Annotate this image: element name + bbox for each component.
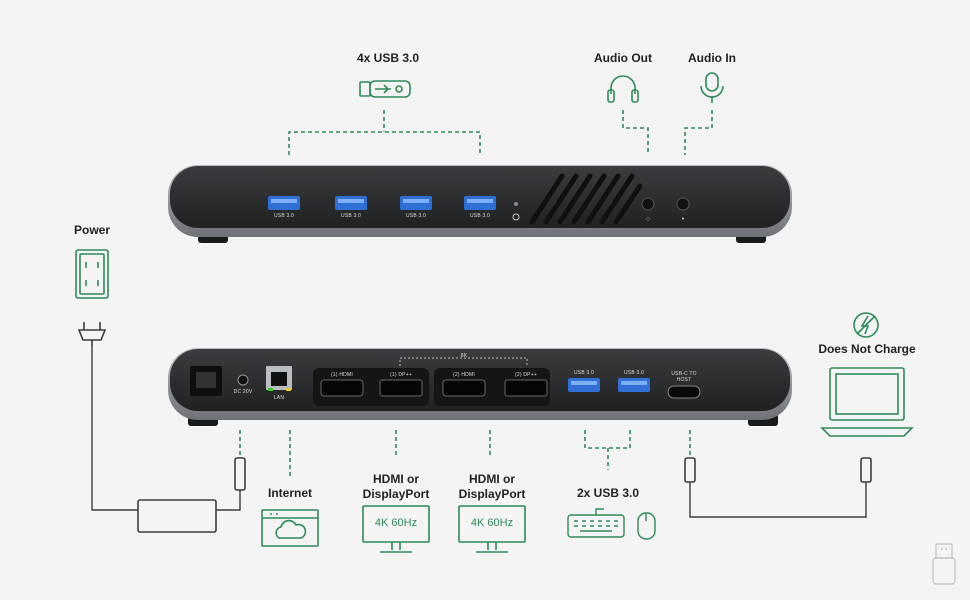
audio-in-jack: [676, 197, 690, 211]
front-usb-port-3: [400, 196, 432, 210]
power-adapter-icon: [137, 499, 217, 533]
monitor-icon: [458, 505, 526, 553]
front-usb-port-2-label: USB 3.0: [340, 213, 362, 219]
hdmi1-label: (1) HDMI: [331, 372, 353, 378]
svg-text:○: ○: [646, 216, 650, 223]
front-usb-port-1-label: USB 3.0: [273, 213, 295, 219]
power-outlet-icon: [75, 249, 109, 299]
audio-out-label: Audio Out: [594, 51, 652, 65]
usb-symbol-icon: [932, 543, 956, 585]
front-usb-port-1: [268, 196, 300, 210]
dock-front-view: ○ •: [168, 165, 792, 243]
browser-cloud-icon: [261, 509, 319, 547]
8k-label: 8K: [460, 353, 468, 359]
does-not-charge-label: Does Not Charge: [818, 342, 916, 356]
dc-connector-icon: [234, 457, 246, 491]
front-usb-port-2: [335, 196, 367, 210]
dock-rear-view: [168, 348, 792, 426]
laptop-icon: [820, 367, 914, 437]
front-usb-port-4: [464, 196, 496, 210]
rear-usb-2-label: USB 3.0: [623, 370, 645, 376]
lan-label: LAN: [273, 395, 285, 401]
hdmi-port-1: [320, 379, 364, 397]
usb-c-connector-icon: [684, 457, 872, 483]
monitor-icon: [362, 505, 430, 553]
audio-out-jack: [641, 197, 655, 211]
displayport-2: [504, 379, 548, 397]
front-usb-port-4-label: USB 3.0: [469, 213, 491, 219]
usb-drive-icon: [359, 80, 411, 98]
dp1-label: (1) DP++: [390, 372, 412, 378]
monitor-2-resolution: 4K 60Hz: [470, 517, 514, 529]
rear-usb-1-label: USB 3.0: [573, 370, 595, 376]
power-plug-icon: [77, 322, 107, 347]
monitor-1-resolution: 4K 60Hz: [374, 517, 418, 529]
usb-c-host-port: [667, 385, 701, 399]
no-charge-icon: [853, 312, 879, 338]
hdmi-dp-label-2: HDMI or DisplayPort: [458, 472, 526, 501]
cables: [91, 347, 867, 518]
front-usb-port-3-label: USB 3.0: [405, 213, 427, 219]
rear-usb-port-1: [568, 378, 600, 392]
displayport-1: [379, 379, 423, 397]
hdmi-dp-label-1: HDMI or DisplayPort: [362, 472, 430, 501]
mouse-icon: [637, 512, 656, 540]
dp2-label: (2) DP++: [515, 372, 537, 378]
svg-text:•: •: [682, 216, 685, 223]
hdmi2-label: (2) HDMI: [453, 372, 475, 378]
usb-bottom-label: 2x USB 3.0: [576, 486, 640, 500]
microphone-icon: [700, 72, 724, 103]
internet-label: Internet: [267, 486, 312, 500]
vent-grille: [529, 173, 643, 225]
usbc-host-label: USB-C TO HOST: [671, 371, 697, 383]
rear-usb-port-2: [618, 378, 650, 392]
audio-in-label: Audio In: [688, 51, 736, 65]
headphones-icon: [607, 75, 639, 103]
dc-label: DC 20V: [233, 389, 253, 395]
hdmi-port-2: [442, 379, 486, 397]
dc-jack: [237, 374, 249, 386]
usb-top-label: 4x USB 3.0: [356, 51, 420, 65]
power-label: Power: [73, 223, 110, 237]
callout-leaders: [239, 110, 713, 478]
keyboard-icon: [567, 508, 625, 538]
power-symbol-icon: [512, 213, 520, 221]
